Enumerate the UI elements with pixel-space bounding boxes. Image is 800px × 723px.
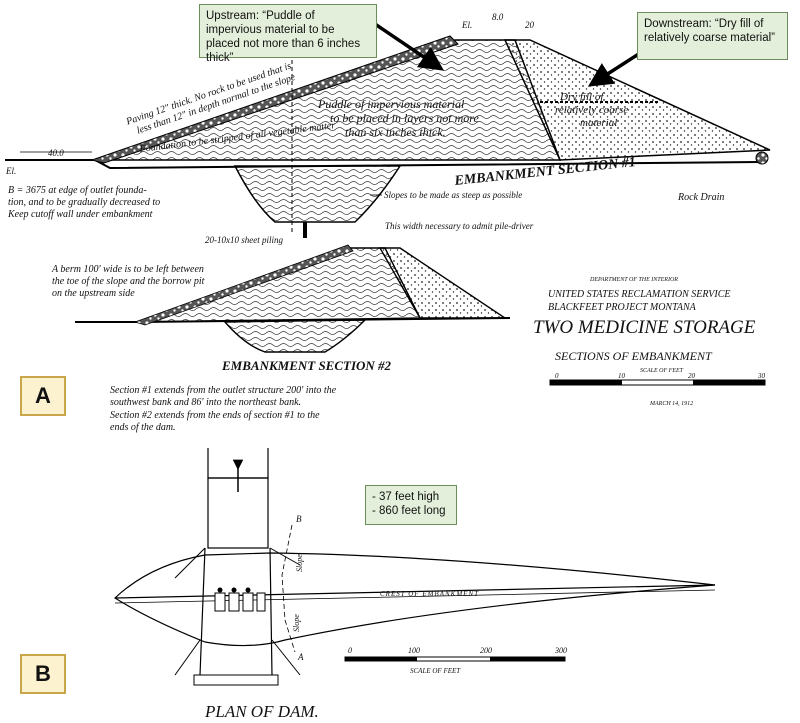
berm-note-line2: the toe of the slope and the borrow pit [52, 276, 205, 287]
panel-label-b-text: B [35, 661, 51, 686]
plan-of-dam: B A Slope Slope CREST OF EMBANKMENT 0 10… [114, 448, 716, 721]
dam-footprint [114, 552, 716, 647]
notes-line1: Section #1 extends from the outlet struc… [110, 385, 337, 396]
section2-paving [133, 244, 354, 326]
panel-label-b: B [20, 654, 66, 694]
title-subtitle: SECTIONS OF EMBANKMENT [555, 349, 713, 363]
section1-dry-fill [503, 39, 771, 161]
section-scale-tick-1: 10 [618, 372, 626, 380]
notes-line4: ends of the dam. [110, 422, 176, 433]
plan-crest-label: CREST OF EMBANKMENT [380, 590, 479, 598]
section-scale-tick-2: 20 [688, 372, 696, 380]
title-main: TWO MEDICINE STORAGE [533, 317, 756, 338]
section-scale-tick-3: 30 [757, 372, 766, 380]
base-note-line2: tion, and to be gradually decreased to [8, 197, 160, 208]
dry-fill-note-line3: material [580, 117, 617, 129]
title-block: DEPARTMENT OF THE INTERIOR UNITED STATES… [533, 277, 766, 407]
base-note-line1: B = 3675 at edge of outlet founda- [8, 185, 147, 196]
plan-slope-label-2: Slope [292, 614, 301, 632]
puddle-note-line1: Puddle of impervious material [317, 97, 465, 111]
plan-scale-tick-2: 200 [480, 646, 492, 655]
panel-label-a: A [20, 376, 66, 416]
width-note: This width necessary to admit pile-drive… [385, 221, 534, 231]
title-service: UNITED STATES RECLAMATION SERVICE [548, 289, 731, 300]
puddle-note-line3: than six inches thick. [345, 125, 446, 139]
upstream-arrow [374, 22, 445, 71]
sheet-piling-label: 20-10x10 sheet piling [205, 235, 283, 245]
base-note-line3: Keep cutoff wall under embankment [7, 209, 153, 220]
berm-note-line1: A berm 100' wide is to be left between [51, 264, 204, 275]
notes-line3: Section #2 extends from the ends of sect… [110, 410, 320, 421]
plan-section-b: B [296, 514, 302, 524]
panel-label-a-text: A [35, 383, 51, 408]
dry-fill-note-line1: Dry fill of [559, 91, 605, 103]
dry-fill-note-line2: relatively coarse [555, 104, 628, 116]
dimensions-callout: - 37 feet high - 860 feet long [365, 485, 457, 525]
section-line-ab [281, 524, 296, 653]
slopes-note: Slopes to be made as steep as possible [384, 190, 522, 200]
dimension-height: - 37 feet high [372, 491, 440, 503]
dimension-length: - 860 feet long [372, 505, 446, 517]
section1-toe-elev: El. [5, 166, 16, 176]
section2-dry-fill [378, 247, 508, 319]
upstream-callout-text: Upstream: “Puddle of impervious material… [206, 10, 361, 64]
rock-drain-icon [755, 151, 769, 165]
section1-cutoff-trench [233, 165, 402, 223]
plan-title: PLAN OF DAM. [204, 702, 319, 721]
section1-paving [90, 35, 459, 164]
notes-line2: southwest bank and 86' into the northeas… [110, 397, 301, 408]
title-dept: DEPARTMENT OF THE INTERIOR [589, 277, 678, 283]
title-project: BLACKFEET PROJECT MONTANA [548, 302, 697, 313]
rock-drain-label: Rock Drain [677, 192, 724, 203]
plan-scale-tick-3: 300 [554, 646, 567, 655]
embankment-section-2: A berm 100' wide is to be left between t… [51, 244, 511, 373]
section1-crest-width-1: 8.0 [492, 12, 504, 22]
section2-title: EMBANKMENT SECTION #2 [221, 358, 392, 373]
berm-note-line3: on the upstream side [52, 288, 135, 299]
outlet-gates [214, 587, 266, 612]
title-date: MARCH 14, 1912 [649, 400, 693, 407]
title-scale-label: SCALE OF FEET [640, 368, 684, 374]
section-notes: Section #1 extends from the outlet struc… [110, 385, 337, 433]
section1-elev-label: El. [461, 20, 472, 30]
downstream-callout-text: Downstream: “Dry fill of relatively coar… [644, 18, 776, 44]
section1-toe-dim: 40.0 [48, 148, 64, 158]
plan-scale-tick-1: 100 [408, 646, 420, 655]
plan-scale-tick-0: 0 [348, 646, 352, 655]
plan-scale-label: SCALE OF FEET [410, 667, 461, 675]
puddle-note-line2: to be placed in layers not more [330, 111, 480, 125]
plan-section-a: A [297, 652, 304, 662]
section1-ground-line [5, 159, 761, 170]
section2-cutoff-trench [223, 319, 367, 353]
downstream-callout: Downstream: “Dry fill of relatively coar… [637, 12, 788, 60]
section-scale-tick-0: 0 [555, 372, 559, 380]
section1-crest-width-2: 20 [525, 20, 535, 30]
upstream-callout: Upstream: “Puddle of impervious material… [199, 4, 377, 64]
plan-slope-label-1: Slope [295, 554, 304, 572]
